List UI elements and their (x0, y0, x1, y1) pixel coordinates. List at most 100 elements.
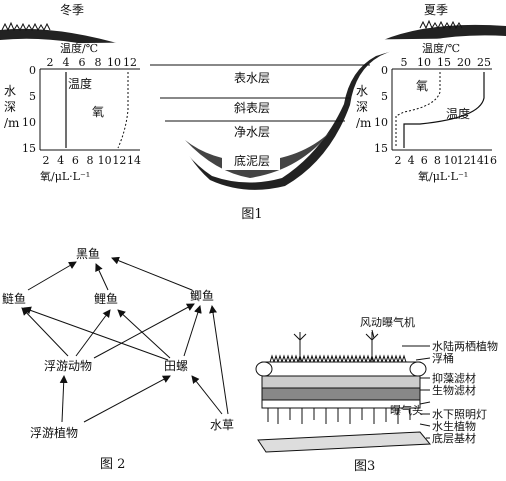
summer-oxy-tick: 6 (421, 154, 428, 167)
label-bio-filter: 生物滤材 (432, 383, 476, 397)
winter-depth-label-2: 深 (4, 100, 16, 114)
summer-temp-tick: 10 (417, 56, 431, 69)
winter-depth-tick: 0 (29, 64, 36, 77)
node-heiyu: 黑鱼 (76, 247, 100, 261)
winter-depth-label-1: 水 (4, 84, 16, 98)
label-underwater-light: 水下照明灯 (432, 408, 487, 421)
label-aquatic-plants: 水生植物 (432, 419, 476, 433)
label-amphibious: 水陆两栖植物 (432, 339, 498, 353)
winter-oxy-tick: 2 (43, 154, 50, 167)
winter-temp-tick: 2 (47, 56, 54, 69)
node-tianluo: 田螺 (164, 359, 188, 373)
node-liyu: 鲤鱼 (94, 292, 118, 306)
mud-label-bg (222, 150, 280, 170)
winter-oxy-tick: 12 (112, 154, 126, 167)
aerator-icon-right (365, 332, 379, 362)
summer-oxy-tick: 2 (395, 154, 402, 167)
label-bottom-substrate: 底层基材 (432, 431, 476, 445)
summer-depth-label-2: 深 (356, 100, 368, 114)
winter-label: 冬季 (60, 2, 84, 17)
summer-temp-curve-label: 温度 (446, 106, 470, 121)
figure-3-caption: 图3 (354, 459, 375, 474)
layer-label-clean: 净水层 (234, 125, 270, 139)
float-barrel-layer (261, 361, 421, 377)
food-web-arrows (21, 256, 229, 423)
summer-oxy-tick: 16 (483, 154, 497, 167)
figure-1-caption: 图1 (241, 207, 262, 222)
summer-depth-tick: 15 (374, 142, 388, 155)
summer-oxy-tick: 14 (470, 154, 484, 167)
node-fuyoudongwu: 浮游动物 (44, 359, 92, 373)
float-end-right (409, 361, 427, 377)
summer-temp-axis-label: 温度/℃ (422, 41, 460, 55)
aerator-icon-left (293, 332, 307, 362)
winter-oxygen-axis-label: 氧/μL·L⁻¹ (40, 169, 90, 183)
arrow-lianyu-heiyu (27, 261, 77, 291)
figure-2-caption: 图 2 (100, 457, 125, 472)
amphibious-plants (269, 354, 407, 364)
aquatic-plants-roots (267, 408, 411, 424)
bottom-mud (185, 132, 330, 178)
summer-temp-tick: 5 (401, 56, 408, 69)
winter-oxy-tick: 6 (72, 154, 79, 167)
winter-depth-label-3: /m (4, 116, 20, 130)
summer-oxy-tick: 10 (444, 154, 458, 167)
layer-label-surface: 表水层 (234, 71, 270, 85)
figure-3-leaders (402, 345, 431, 439)
node-fuyouzhiwu: 浮游植物 (30, 425, 78, 440)
label-float: 浮桶 (432, 351, 454, 365)
summer-depth-tick: 10 (374, 116, 388, 129)
summer-temp-tick: 20 (457, 56, 471, 69)
lake-water (10, 38, 496, 183)
arrow-tianluo-jiyu (183, 305, 202, 357)
winter-temp-tick: 4 (63, 56, 70, 69)
node-lianyu: 鲢鱼 (2, 291, 26, 306)
leader-aerator (371, 329, 375, 339)
arrow-tianluo-liyu (117, 309, 171, 359)
figure-2: 黑鱼 鲢鱼 鲤鱼 鲫鱼 浮游动物 田螺 浮游植物 水草 图 2 (2, 247, 234, 472)
summer-temperature-curve (403, 72, 485, 148)
winter-temp-axis-label: 温度/℃ (60, 41, 98, 55)
bottom-substrate (257, 431, 432, 453)
arrow-shuicao-jiyu (209, 305, 229, 415)
winter-oxy-tick: 8 (87, 154, 94, 167)
summer-depth-label-1: 水 (356, 84, 368, 98)
label-aerator: 风动曝气机 (360, 315, 415, 329)
summer-oxy-tick: 12 (457, 154, 471, 167)
winter-temp-curve-label: 温度 (68, 76, 92, 91)
algae-filter-layer (261, 375, 421, 389)
winter-depth-ticks: 0 5 10 15 (22, 64, 36, 155)
arrow-fuyouzhiwu-fuyoudongwu (59, 375, 68, 423)
grass-left (1, 21, 51, 32)
winter-temp-tick: 10 (107, 56, 121, 69)
arrow-jiyu-heiyu (111, 256, 193, 291)
arrow-tianluo-lianyu (23, 306, 169, 361)
summer-oxygen-curve (395, 72, 441, 148)
summer-oxygen-axis-label: 氧/μL·L⁻¹ (418, 169, 468, 183)
layer-label-slant: 斜表层 (234, 101, 270, 115)
winter-oxygen-curve (117, 72, 129, 149)
winter-temp-tick: 6 (79, 56, 86, 69)
winter-temp-tick: 8 (95, 56, 102, 69)
winter-oxygen-curve-label: 氧 (92, 105, 104, 119)
winter-depth-tick: 15 (22, 142, 36, 155)
summer-label: 夏季 (424, 3, 448, 17)
winter-oxy-tick: 4 (57, 154, 64, 167)
label-aeration-head: 曝气头 (390, 403, 423, 417)
winter-depth-tick: 5 (29, 90, 36, 103)
bio-filter-layer (261, 387, 421, 401)
winter-depth-tick: 10 (22, 116, 36, 129)
arrow-fuyoudongwu-jiyu (93, 303, 195, 359)
winter-temp-tick: 12 (123, 56, 137, 69)
arrow-fuyouzhiwu-tianluo (83, 375, 171, 423)
summer-oxygen-curve-label: 氧 (416, 79, 428, 93)
